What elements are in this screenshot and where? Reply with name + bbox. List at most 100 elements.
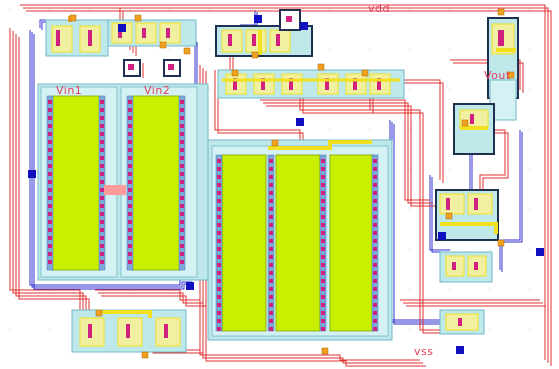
contact-cut[interactable] [48, 108, 52, 112]
contact-cut[interactable] [321, 263, 325, 267]
contact-cut[interactable] [217, 247, 221, 251]
contact-cut[interactable] [48, 132, 52, 136]
contact-cut[interactable] [217, 215, 221, 219]
pin-square[interactable] [536, 248, 544, 256]
metal1-route[interactable] [98, 292, 203, 304]
contact-cut[interactable] [100, 164, 104, 168]
metal1-route[interactable] [450, 59, 521, 90]
contact-cut[interactable] [128, 220, 132, 224]
contact-cut[interactable] [217, 255, 221, 259]
metal1-route[interactable] [214, 70, 301, 140]
contact-cut[interactable] [269, 303, 273, 307]
metal2-route[interactable] [240, 10, 256, 26]
contact-cut[interactable] [261, 78, 265, 90]
via-square[interactable] [497, 239, 505, 247]
contact-cut[interactable] [180, 220, 184, 224]
contact-cut[interactable] [100, 140, 104, 144]
contact-cut[interactable] [180, 236, 184, 240]
contact-cut[interactable] [269, 231, 273, 235]
contact-cut[interactable] [100, 220, 104, 224]
contact-cut[interactable] [373, 191, 377, 195]
contact-cut[interactable] [269, 215, 273, 219]
contact-cut[interactable] [128, 108, 132, 112]
metal1-route[interactable] [9, 28, 81, 310]
contact-cut[interactable] [217, 191, 221, 195]
contact-cut[interactable] [128, 212, 132, 216]
contact-cut[interactable] [217, 295, 221, 299]
contact-cut[interactable] [321, 271, 325, 275]
metal2-route[interactable] [499, 130, 521, 270]
grid-dot[interactable] [449, 129, 451, 131]
contact-cut[interactable] [269, 207, 273, 211]
grid-dot[interactable] [89, 9, 91, 11]
contact-cut[interactable] [289, 78, 293, 90]
contact-cut[interactable] [233, 78, 237, 90]
contact-cut[interactable] [48, 148, 52, 152]
contact-cut[interactable] [321, 223, 325, 227]
contact-cut[interactable] [180, 188, 184, 192]
contact-cut[interactable] [373, 231, 377, 235]
metal1-route[interactable] [15, 34, 87, 316]
grid-dot[interactable] [489, 289, 491, 291]
pin-square[interactable] [300, 22, 308, 30]
contact-cut[interactable] [373, 263, 377, 267]
metal1-route[interactable] [479, 129, 506, 195]
metal2-route[interactable] [31, 32, 192, 288]
via-square[interactable] [271, 139, 279, 147]
contact-cut[interactable] [321, 247, 325, 251]
gate-strap[interactable] [104, 185, 126, 195]
contact-cut[interactable] [168, 64, 174, 70]
contact-cut[interactable] [269, 263, 273, 267]
contact-cut[interactable] [269, 183, 273, 187]
contact-cut[interactable] [373, 319, 377, 323]
grid-dot[interactable] [409, 129, 411, 131]
contact-cut[interactable] [48, 212, 52, 216]
contact-cut[interactable] [269, 327, 273, 331]
grid-dot[interactable] [529, 89, 531, 91]
grid-dot[interactable] [529, 169, 531, 171]
grid-dot[interactable] [409, 89, 411, 91]
via-square[interactable] [361, 69, 369, 77]
contact-cut[interactable] [269, 311, 273, 315]
contact-cut[interactable] [128, 180, 132, 184]
grid-dot[interactable] [529, 249, 531, 251]
contact-cut[interactable] [217, 167, 221, 171]
metal1-route[interactable] [302, 98, 463, 334]
contact-cut[interactable] [321, 319, 325, 323]
contact-cut[interactable] [458, 318, 462, 326]
contact-cut[interactable] [180, 140, 184, 144]
contact-cut[interactable] [325, 78, 329, 90]
contact-cut[interactable] [180, 116, 184, 120]
contact-cut[interactable] [180, 260, 184, 264]
contact-cut[interactable] [100, 236, 104, 240]
contact-cut[interactable] [217, 223, 221, 227]
grid-dot[interactable] [489, 9, 491, 11]
via-square[interactable] [183, 47, 191, 55]
contact-cut[interactable] [128, 260, 132, 264]
grid-dot[interactable] [409, 289, 411, 291]
contact-cut[interactable] [100, 212, 104, 216]
pin-square[interactable] [456, 346, 464, 354]
contact-cut[interactable] [321, 239, 325, 243]
contact-cut[interactable] [48, 116, 52, 120]
contact-cut[interactable] [373, 303, 377, 307]
contact-cut[interactable] [48, 124, 52, 128]
metal1-route[interactable] [12, 31, 84, 313]
tail-device[interactable] [439, 193, 465, 215]
contact-cut[interactable] [180, 172, 184, 176]
grid-dot[interactable] [369, 129, 371, 131]
contact-cut[interactable] [128, 148, 132, 152]
contact-cut[interactable] [269, 223, 273, 227]
contact-cut[interactable] [56, 30, 60, 46]
grid-dot[interactable] [49, 9, 51, 11]
contact-cut[interactable] [269, 295, 273, 299]
contact-cut[interactable] [128, 172, 132, 176]
metal1-route[interactable] [453, 62, 524, 93]
contact-cut[interactable] [269, 319, 273, 323]
metal1-route[interactable] [20, 4, 546, 360]
active-output-finger[interactable] [221, 154, 267, 332]
contact-cut[interactable] [228, 34, 232, 46]
contact-cut[interactable] [126, 324, 130, 338]
